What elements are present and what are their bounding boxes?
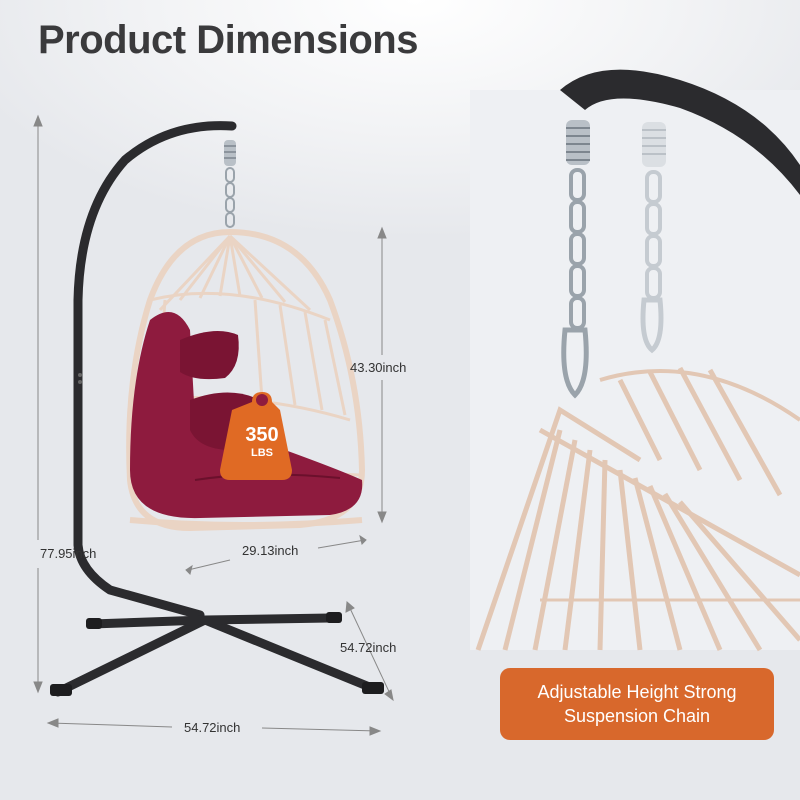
- base-leg: [87, 615, 210, 629]
- egg-chair: [126, 228, 366, 532]
- chair-stand: [50, 121, 384, 697]
- closeup-wicker: [475, 366, 800, 652]
- feature-badge: Adjustable Height Strong Suspension Chai…: [500, 668, 774, 740]
- base-leg: [200, 613, 335, 625]
- base-width-label: 54.72inch: [184, 720, 241, 735]
- chair-pillow: [180, 331, 239, 380]
- chain-icon: [225, 167, 235, 228]
- weight-capacity: 350 LBS: [226, 424, 298, 462]
- closeup-panel: [470, 69, 800, 652]
- chair-height-label: 43.30inch: [350, 360, 407, 375]
- base-depth-label: 54.72inch: [340, 640, 397, 655]
- chair-width-label: 29.13inch: [242, 543, 299, 558]
- page-title: Product Dimensions: [38, 18, 418, 62]
- closeup-background: [470, 90, 800, 650]
- feature-badge-line-1: Adjustable Height Strong: [537, 682, 737, 702]
- base-leg: [200, 615, 377, 693]
- dimension-lines: [33, 114, 394, 736]
- base-leg: [53, 615, 210, 697]
- weight-value: 350: [245, 424, 279, 446]
- feature-badge-line-2: Suspension Chain: [563, 706, 711, 726]
- closeup-spring-icon: [566, 120, 590, 165]
- closeup-spring-icon-2: [642, 122, 666, 167]
- closeup-chain-icon-2: [640, 170, 664, 354]
- closeup-chain-icon: [561, 168, 589, 399]
- weight-unit: LBS: [251, 447, 273, 459]
- total-height-label: 77.95inch: [40, 546, 97, 561]
- closeup-frame-arm: [560, 69, 800, 195]
- weight-badge-icon: [220, 392, 292, 480]
- stand-pole: [73, 121, 237, 620]
- spring-icon: [224, 140, 236, 166]
